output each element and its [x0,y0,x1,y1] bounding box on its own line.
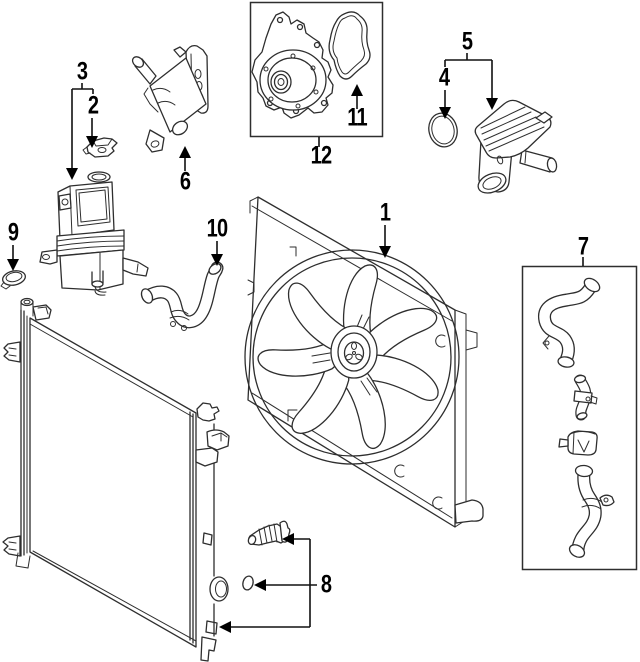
part-reservoir-plug[interactable] [0,269,27,290]
leader-lines [7,53,584,633]
callout-2[interactable]: 2 [87,91,99,120]
part-drain-plug[interactable] [241,575,254,591]
part-drain-cock[interactable] [247,520,291,546]
part-radiator[interactable] [2,297,230,662]
callout-7[interactable]: 7 [577,232,589,261]
callout-4[interactable]: 4 [438,63,450,92]
group-box-hose-kit [521,265,638,571]
group-box-water-pump [249,1,384,138]
callout-1[interactable]: 1 [379,198,391,227]
part-water-pump[interactable] [251,11,334,119]
callout-5[interactable]: 5 [461,27,473,56]
part-hose-clamp[interactable] [558,430,598,456]
part-water-inlet[interactable] [474,99,558,196]
callout-9[interactable]: 9 [7,218,19,247]
part-coolant-reservoir[interactable] [39,171,149,296]
part-water-pump-gasket[interactable] [328,11,371,80]
part-inlet-gasket[interactable] [425,110,460,150]
part-fan-shroud-assembly[interactable] [244,196,484,528]
callout-8[interactable]: 8 [320,570,332,599]
part-filler-neck[interactable] [131,44,209,153]
part-reservoir-cap[interactable] [82,137,118,158]
callout-11[interactable]: 11 [347,103,367,132]
callout-12[interactable]: 12 [310,141,332,170]
callout-10[interactable]: 10 [206,214,228,243]
part-hose-connector[interactable] [573,374,598,421]
callout-6[interactable]: 6 [179,167,191,196]
callout-3[interactable]: 3 [76,57,88,86]
part-upper-hose[interactable] [538,276,602,369]
part-lower-hose[interactable] [567,464,615,560]
part-radiator-hose[interactable] [139,261,224,331]
